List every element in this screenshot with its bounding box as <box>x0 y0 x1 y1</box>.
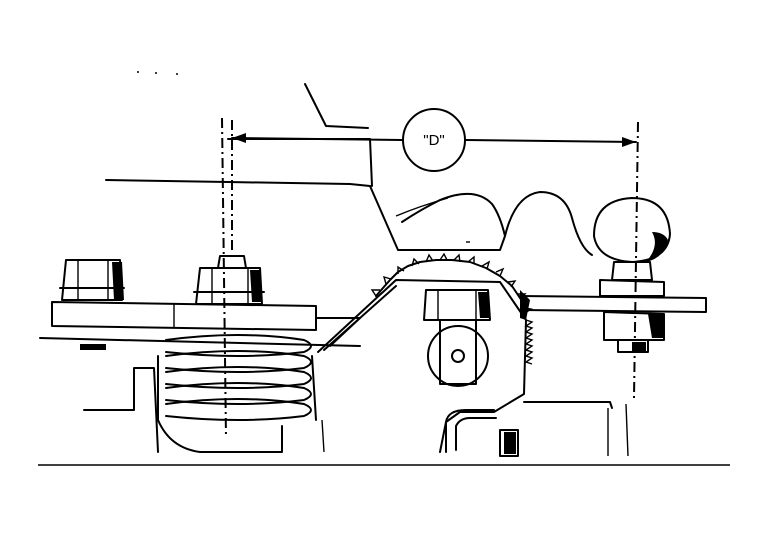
spring-housing <box>83 355 325 453</box>
ball-joint <box>519 197 707 353</box>
dimension-d: "D" <box>231 108 637 172</box>
dimension-label: "D" <box>423 132 444 149</box>
centerline-right <box>633 121 639 399</box>
sector-gear <box>317 252 534 453</box>
coil-spring <box>165 334 312 421</box>
center-bolt <box>423 289 491 387</box>
hex-nut-left <box>59 259 125 301</box>
linkage-arm <box>105 83 593 256</box>
scan-specks <box>137 71 178 75</box>
dimension-callout-circle <box>402 108 466 172</box>
base-plate <box>39 301 361 350</box>
lower-housing-right <box>445 401 629 457</box>
hex-nut-center <box>193 255 265 305</box>
centerline-left <box>221 117 227 439</box>
